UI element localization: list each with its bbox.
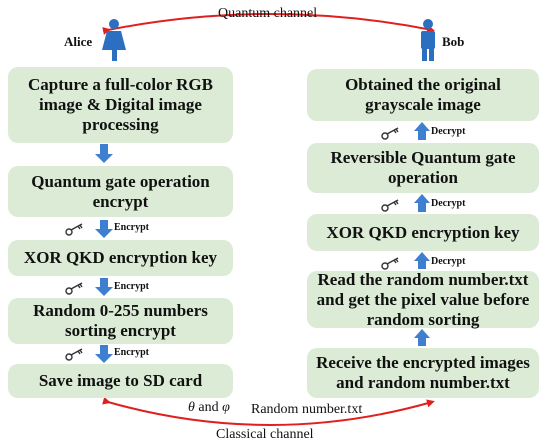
bob-step-reversible-gate: Reversible Quantum gate operation xyxy=(307,143,539,193)
key-icon xyxy=(381,257,399,270)
key-icon xyxy=(381,199,399,212)
bob-step-receive: Receive the encrypted images and random … xyxy=(307,348,539,398)
down-arrow-icon xyxy=(95,278,113,296)
up-arrow-icon xyxy=(414,122,430,140)
quantum-channel-label: Quantum channel xyxy=(218,6,318,21)
decrypt-label: Decrypt xyxy=(431,198,466,209)
decrypt-label: Decrypt xyxy=(431,126,466,137)
theta-symbol: θ xyxy=(188,400,195,415)
keys xyxy=(65,127,399,361)
alice-step-save: Save image to SD card xyxy=(8,364,233,398)
theta-phi-label: θ and φ xyxy=(188,400,230,416)
alice-arrows xyxy=(95,144,113,363)
encrypt-label: Encrypt xyxy=(114,347,149,358)
bob-step-read-random: Read the random number.txt and get the p… xyxy=(307,270,539,329)
bob-step-xor: XOR QKD encryption key xyxy=(307,214,539,251)
encrypt-label: Encrypt xyxy=(114,222,149,233)
down-arrow-icon xyxy=(95,220,113,238)
bob-arrows xyxy=(414,122,430,346)
down-arrow-icon xyxy=(95,144,113,163)
alice-step-quantum-gate: Quantum gate operation encrypt xyxy=(8,166,233,217)
bob-step-obtained: Obtained the original grayscale image xyxy=(307,69,539,121)
alice-label: Alice xyxy=(64,34,93,49)
and-text: and xyxy=(198,400,219,415)
key-icon xyxy=(381,127,399,140)
down-arrow-icon xyxy=(95,345,113,363)
up-arrow-icon xyxy=(414,329,430,346)
alice-icon xyxy=(102,19,126,61)
up-arrow-icon xyxy=(414,252,430,269)
encrypt-label: Encrypt xyxy=(114,281,149,292)
classical-channel-arrow xyxy=(102,396,435,426)
bob-icon xyxy=(421,19,435,61)
bob-label: Bob xyxy=(442,34,465,49)
decrypt-label: Decrypt xyxy=(431,256,466,267)
up-arrow-icon xyxy=(414,194,430,212)
alice-step-capture: Capture a full-color RGB image & Digital… xyxy=(8,67,233,143)
classical-channel-label: Classical channel xyxy=(216,427,314,442)
alice-step-random-sort: Random 0-255 numbers sorting encrypt xyxy=(8,298,233,344)
key-icon xyxy=(65,282,83,295)
random-file-label: Random number.txt xyxy=(251,402,363,417)
key-icon xyxy=(65,348,83,361)
key-icon xyxy=(65,223,83,236)
alice-step-xor: XOR QKD encryption key xyxy=(8,240,233,276)
phi-symbol: φ xyxy=(222,400,230,415)
quantum-channel-arrow xyxy=(102,13,435,35)
